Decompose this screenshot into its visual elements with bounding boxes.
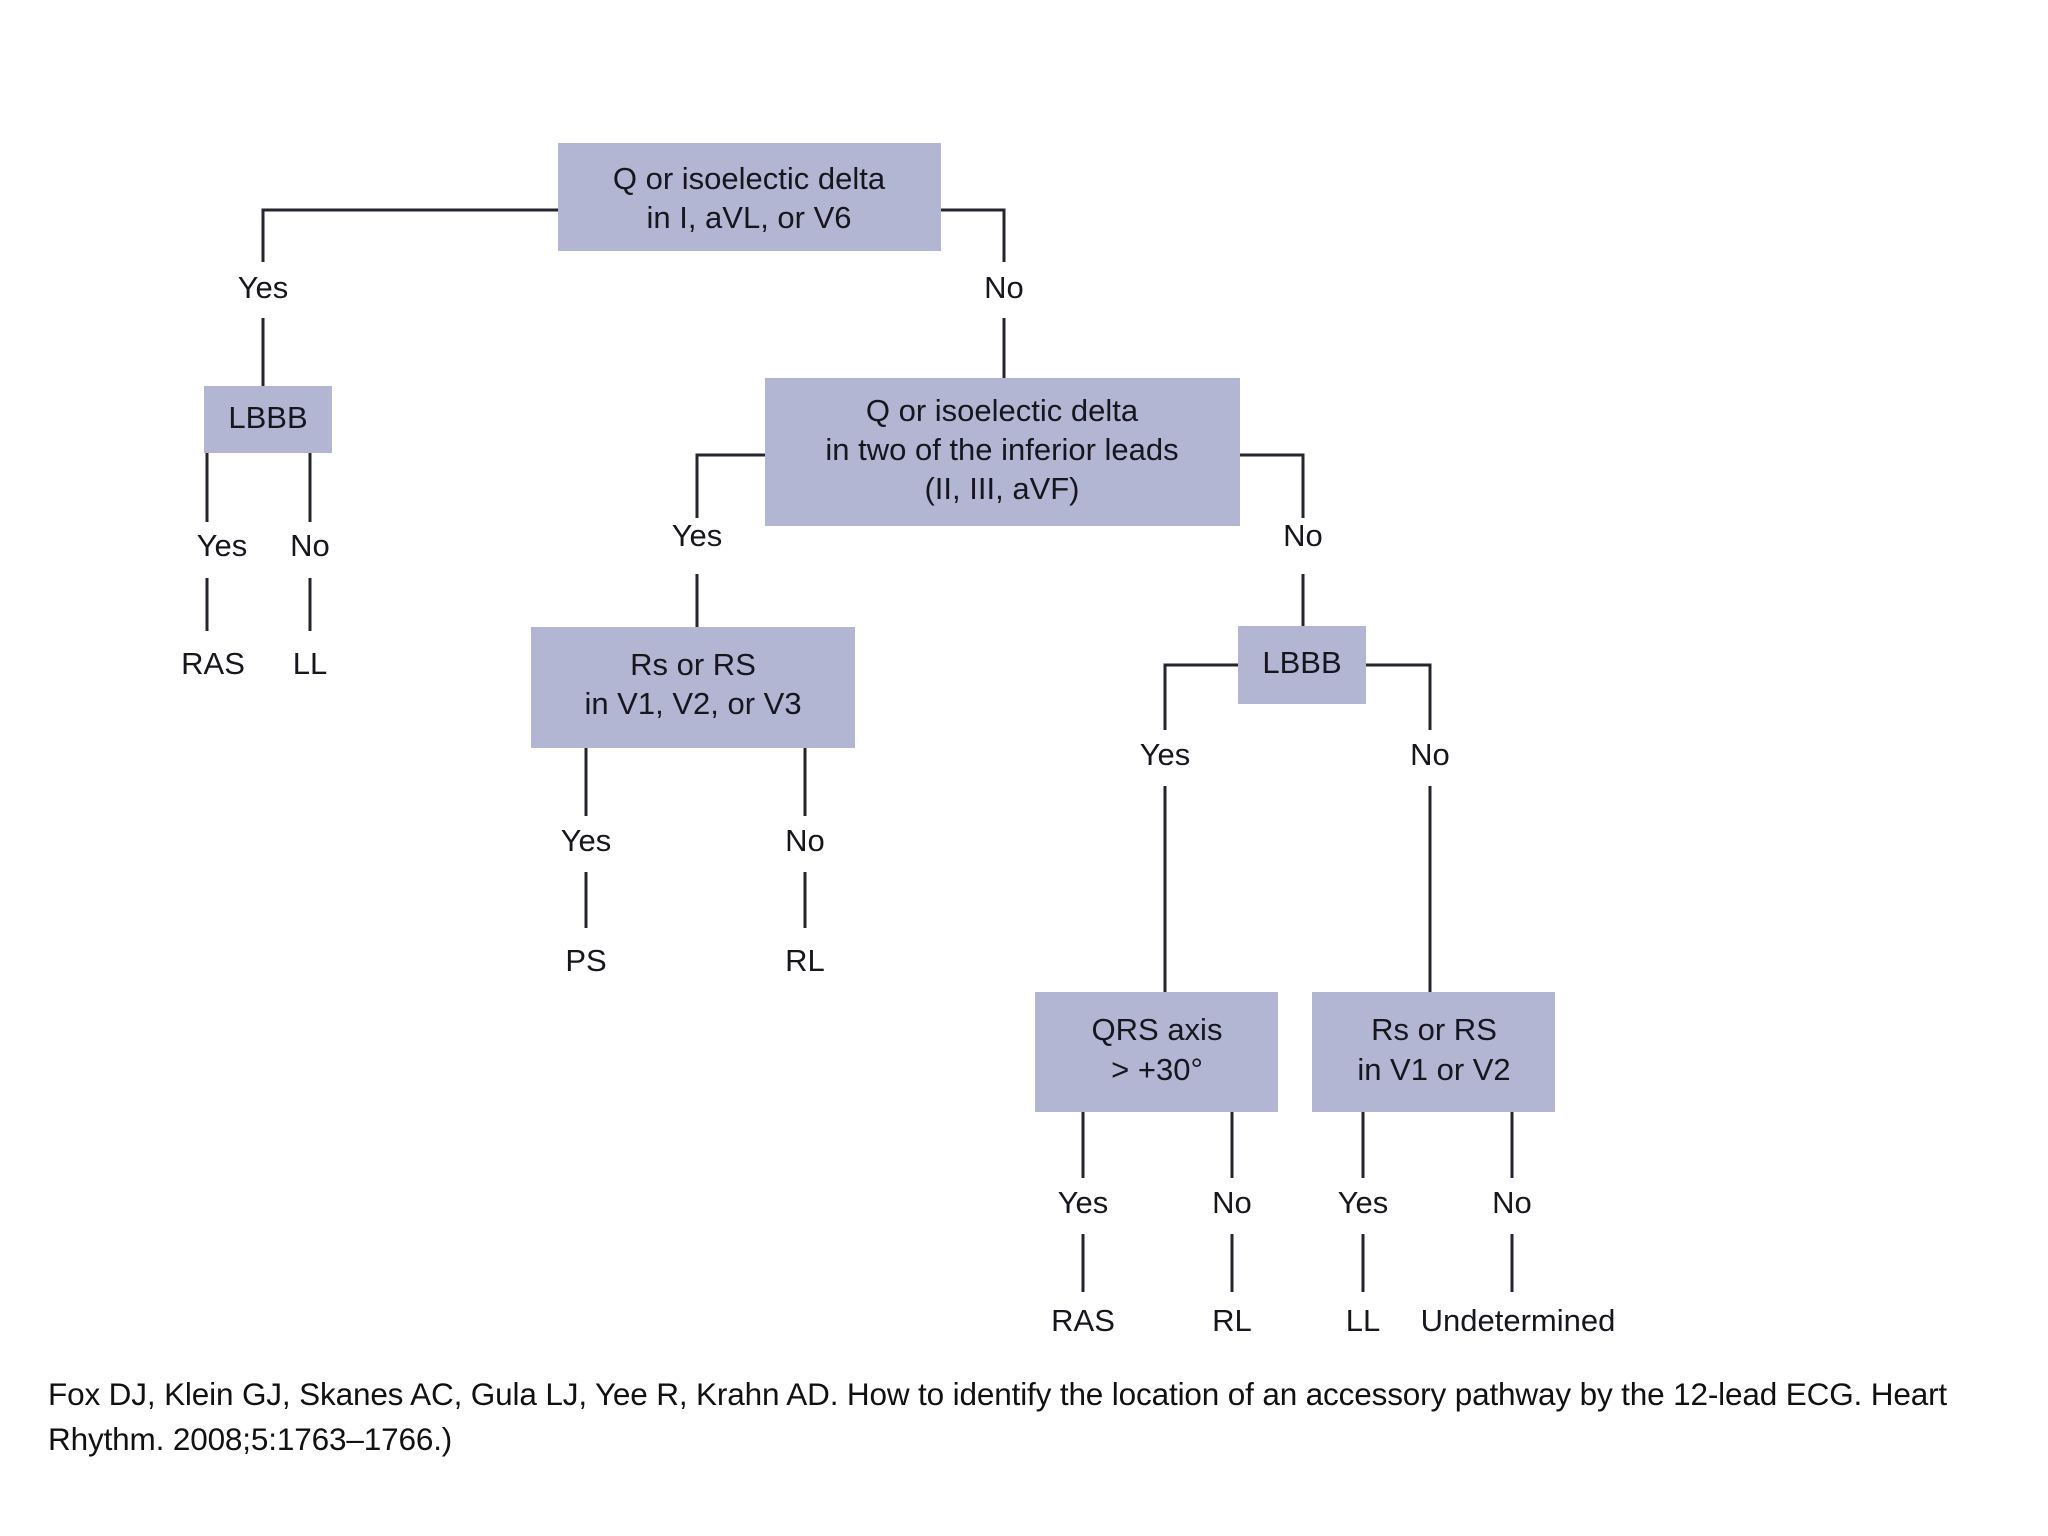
node-lbbb-right-label: LBBB [1262,645,1341,680]
connector-root-no [941,208,1006,262]
node-root[interactable]: Q or isoelectic delta in I, aVL, or V6 [558,143,941,251]
connector-lbbbright-yes [1163,663,1238,730]
leaf-rsv123-no-rl: RL [785,943,825,978]
leaf-rsv123-yes-ps: PS [565,943,606,978]
node-rs-v123-rect[interactable] [531,627,855,748]
leaf-lbbbleft-yes-ras: RAS [181,646,245,681]
branch-label-lbbbright-no: No [1410,737,1450,772]
node-qrs-axis-line2: > +30° [1111,1052,1203,1087]
connector-inferior-no [1240,453,1305,518]
leaf-rsv12-yes-ll: LL [1346,1303,1380,1338]
leaf-lbbbleft-no-ll: LL [293,646,327,681]
node-qrs-axis[interactable]: QRS axis > +30° [1035,992,1278,1112]
node-inferior-line2: in two of the inferior leads [825,432,1178,467]
branch-label-lbbbleft-no: No [290,528,330,563]
node-lbbb-right[interactable]: LBBB [1238,626,1366,704]
branch-label-rsv123-no: No [785,823,825,858]
node-inferior-line3: (II, III, aVF) [924,471,1079,506]
connector-group [205,208,1514,1292]
node-rs-v12-rect[interactable] [1312,992,1555,1112]
connector-lbbbright-no [1366,663,1432,730]
node-root-line1: Q or isoelectic delta [613,161,886,196]
branch-label-rsv12-yes: Yes [1338,1185,1389,1220]
node-rs-v123[interactable]: Rs or RS in V1, V2, or V3 [531,627,855,748]
leaf-rsv12-no-undetermined: Undetermined [1421,1303,1616,1338]
connector-inferior-yes [695,453,765,518]
branch-label-lbbbright-yes: Yes [1140,737,1191,772]
branch-label-inferior-no: No [1283,518,1323,553]
branch-label-qrsaxis-yes: Yes [1058,1185,1109,1220]
node-lbbb-left[interactable]: LBBB [204,386,332,453]
node-rs-v123-line1: Rs or RS [630,647,756,682]
leaf-qrsaxis-no-rl: RL [1212,1303,1252,1338]
leaf-qrsaxis-yes-ras: RAS [1051,1303,1115,1338]
node-qrs-axis-line1: QRS axis [1092,1012,1223,1047]
figure-caption: Fox DJ, Klein GJ, Skanes AC, Gula LJ, Ye… [48,1376,1948,1457]
node-root-rect[interactable] [558,143,941,251]
branch-label-inferior-yes: Yes [672,518,723,553]
node-inferior-leads-rect[interactable] [765,378,1240,526]
branch-label-rsv123-yes: Yes [561,823,612,858]
node-lbbb-right-rect[interactable] [1238,626,1366,704]
branch-label-rsv12-no: No [1492,1185,1532,1220]
node-qrs-axis-rect[interactable] [1035,992,1278,1112]
connector-root-yes [261,208,558,262]
branch-label-qrsaxis-no: No [1212,1185,1252,1220]
node-lbbb-left-label: LBBB [228,400,307,435]
branch-label-root-no: No [984,270,1024,305]
branch-label-root-yes: Yes [238,270,289,305]
node-rs-v123-line2: in V1, V2, or V3 [584,686,801,721]
node-inferior-leads[interactable]: Q or isoelectic delta in two of the infe… [765,378,1240,526]
node-lbbb-left-rect[interactable] [204,386,332,453]
node-rs-v12[interactable]: Rs or RS in V1 or V2 [1312,992,1555,1112]
node-inferior-line1: Q or isoelectic delta [866,393,1139,428]
node-root-line2: in I, aVL, or V6 [646,200,851,235]
branch-label-lbbbleft-yes: Yes [197,528,248,563]
node-rs-v12-line2: in V1 or V2 [1357,1052,1510,1087]
node-rs-v12-line1: Rs or RS [1371,1012,1497,1047]
